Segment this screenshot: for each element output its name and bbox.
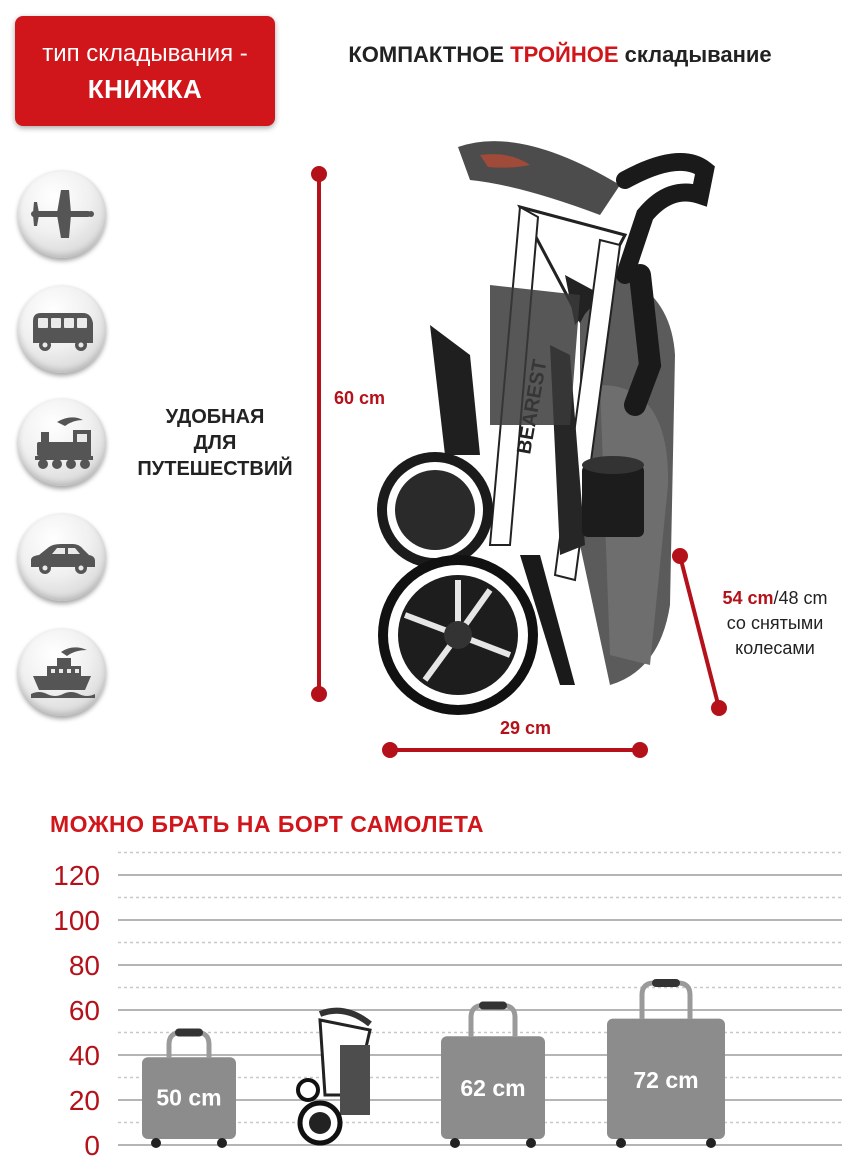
- height-label: 60 cm: [334, 388, 386, 408]
- y-tick-label: 60: [69, 995, 100, 1026]
- suitcase-bar: [441, 1036, 545, 1139]
- bus-icon: [18, 285, 106, 373]
- ship-icon: [18, 628, 106, 716]
- suitcase-handle-grip: [175, 1028, 203, 1037]
- y-tick-label: 0: [84, 1130, 100, 1161]
- depth-note2: колесами: [735, 638, 815, 658]
- badge-line1: тип складывания -: [42, 40, 248, 67]
- suitcase-bar: [142, 1057, 236, 1139]
- travel-line2: ДЛЯ: [193, 432, 237, 454]
- travel-line1: УДОБНАЯ: [165, 406, 265, 428]
- mini-stroller-rear-wheel: [296, 1078, 320, 1102]
- luggage-size-chart: 0 20 40 60 80 100 120 50 cm 62 cm 72 cm: [53, 851, 842, 1161]
- depth-main: 54 cm: [722, 588, 774, 608]
- travel-caption: УДОБНАЯ ДЛЯ ПУТЕШЕСТВИЙ: [125, 404, 305, 482]
- travel-line3: ПУТЕШЕСТВИЙ: [137, 458, 293, 480]
- suitcase-wheel: [217, 1138, 227, 1148]
- y-tick-label: 80: [69, 950, 100, 981]
- suitcase-wheel: [706, 1138, 716, 1148]
- suitcase-wheel: [151, 1138, 161, 1148]
- mini-stroller-fabric: [340, 1045, 370, 1115]
- section-title: МОЖНО БРАТЬ НА БОРТ САМОЛЕТА: [50, 811, 485, 837]
- y-tick-label: 120: [53, 860, 100, 891]
- headline-part1: КОМПАКТНОЕ: [348, 42, 511, 67]
- car-icon: [18, 513, 106, 601]
- headline: КОМПАКТНОЕ ТРОЙНОЕ складывание: [300, 42, 820, 68]
- suitcase-label: 62 cm: [460, 1075, 525, 1101]
- dimension-lines: [311, 166, 727, 758]
- airplane-icon: [18, 170, 106, 258]
- suitcase-label: 72 cm: [633, 1067, 698, 1093]
- folded-stroller-image: BEAREST: [377, 141, 715, 715]
- badge-line2: КНИЖКА: [87, 74, 203, 104]
- mini-stroller-canopy: [318, 1007, 372, 1027]
- suitcase-label: 50 cm: [156, 1085, 221, 1111]
- y-tick-label: 20: [69, 1085, 100, 1116]
- headline-highlight: ТРОЙНОЕ: [510, 42, 619, 67]
- suitcase-wheel: [616, 1138, 626, 1148]
- suitcase-bar: [607, 1018, 725, 1139]
- mini-stroller-hub: [309, 1112, 331, 1134]
- suitcase-wheel: [450, 1138, 460, 1148]
- y-tick-label: 40: [69, 1040, 100, 1071]
- depth-note1: со снятыми: [726, 613, 824, 633]
- train-icon: [18, 398, 106, 486]
- headline-part2: складывание: [618, 42, 772, 67]
- suitcase-handle: [639, 980, 693, 1019]
- suitcase-handle-grip: [479, 1001, 507, 1010]
- y-tick-label: 100: [53, 905, 100, 936]
- depth-label: 54 cm/48 cm со снятыми колесами: [690, 586, 852, 661]
- width-label: 29 cm: [500, 718, 552, 738]
- depth-alt: /48 cm: [773, 588, 828, 608]
- suitcase-wheel: [526, 1138, 536, 1148]
- suitcase-handle-grip: [652, 979, 680, 987]
- folding-type-badge: тип складывания - КНИЖКА: [15, 16, 275, 126]
